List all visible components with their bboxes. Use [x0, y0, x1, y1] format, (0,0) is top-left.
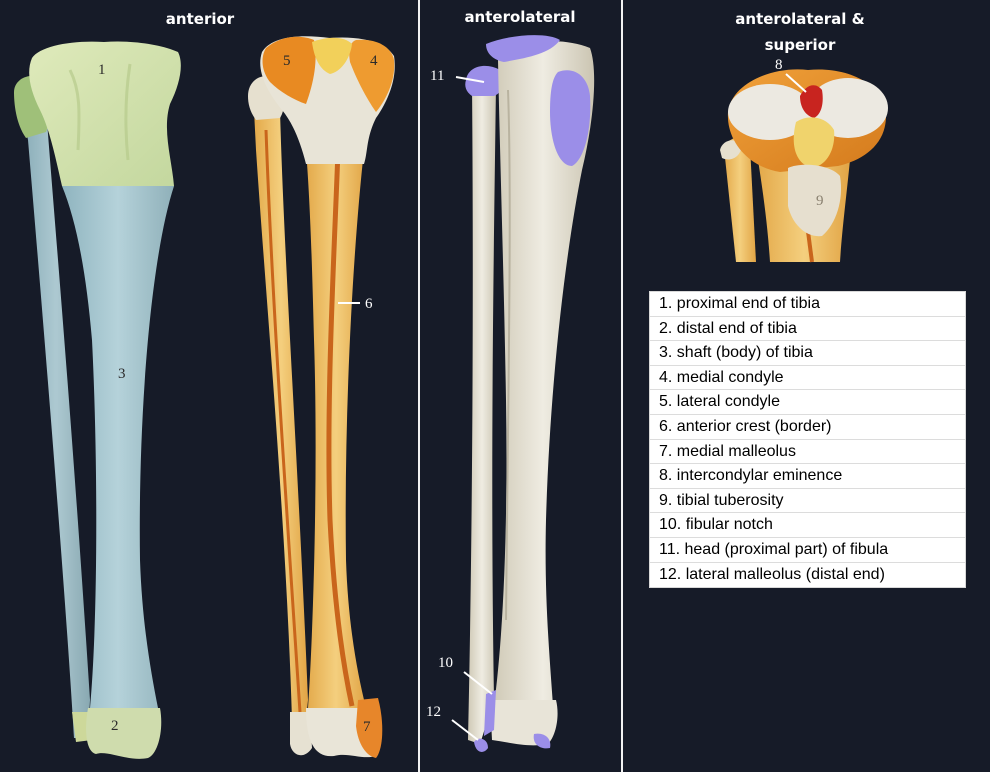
marker-7: 7 — [363, 719, 371, 735]
legend-item-7: 7. medial malleolus — [650, 440, 965, 465]
legend-item-8: 8. intercondylar eminence — [650, 464, 965, 489]
legend-item-10: 10. fibular notch — [650, 513, 965, 538]
panel-divider-2 — [621, 0, 623, 772]
superior-view — [714, 56, 896, 262]
legend-box: 1. proximal end of tibia 2. distal end o… — [649, 291, 966, 588]
legend-item-11: 11. head (proximal part) of fibula — [650, 538, 965, 563]
anterior-landmarks-view — [248, 36, 395, 758]
tibia-distal-green — [86, 708, 161, 759]
panel-divider-1 — [418, 0, 420, 772]
title-anterolateral-superior-line1: anterolateral & — [720, 9, 880, 29]
legend-item-5: 5. lateral condyle — [650, 390, 965, 415]
legend-item-2: 2. distal end of tibia — [650, 317, 965, 342]
title-anterolateral: anterolateral — [450, 7, 590, 27]
legend-item-1: 1. proximal end of tibia — [650, 292, 965, 317]
legend-item-6: 6. anterior crest (border) — [650, 415, 965, 440]
anterolateral-view — [465, 35, 594, 752]
marker-4: 4 — [370, 53, 378, 69]
anterior-regions-view — [14, 41, 181, 758]
legend-item-12: 12. lateral malleolus (distal end) — [650, 563, 965, 588]
marker-1: 1 — [98, 62, 106, 78]
legend-item-4: 4. medial condyle — [650, 366, 965, 391]
legend-item-9: 9. tibial tuberosity — [650, 489, 965, 514]
marker-5: 5 — [283, 53, 291, 69]
marker-9: 9 — [816, 193, 824, 209]
marker-10: 10 — [438, 655, 453, 671]
marker-8: 8 — [775, 57, 783, 73]
marker-6: 6 — [365, 296, 373, 312]
lateral-malleolus-lilac — [474, 739, 488, 752]
title-anterior: anterior — [150, 9, 250, 29]
marker-11: 11 — [430, 68, 444, 84]
legend-item-3: 3. shaft (body) of tibia — [650, 341, 965, 366]
marker-2: 2 — [111, 718, 119, 734]
marker-12: 12 — [426, 704, 441, 720]
marker-3: 3 — [118, 366, 126, 382]
title-anterolateral-superior-line2: superior — [720, 35, 880, 55]
fibula-shaft-bone — [468, 84, 496, 744]
